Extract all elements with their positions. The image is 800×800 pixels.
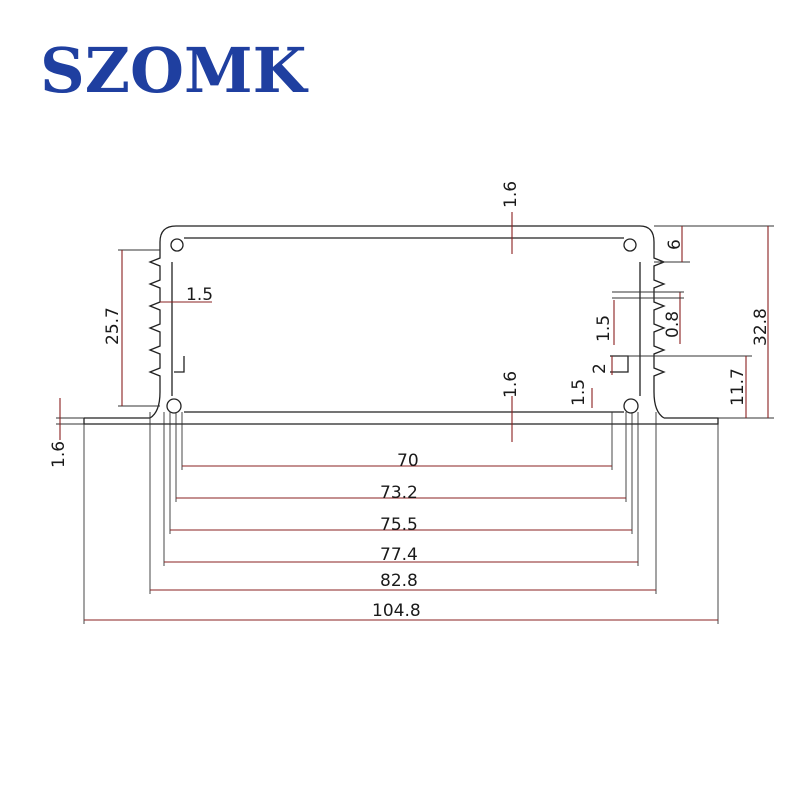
label-fin-thickness: 1.5: [186, 285, 213, 305]
right-fins: [653, 242, 666, 419]
left-bottom-screw-groove: [166, 398, 182, 414]
label-lower-lip: 1.5: [569, 379, 589, 406]
brand-logo: SZOMK: [40, 34, 309, 107]
height-dimensions: [56, 212, 774, 442]
label-width-82-8: 82.8: [380, 571, 418, 591]
label-lip-gap: 2: [590, 363, 610, 374]
enclosure-profile: [83, 225, 719, 425]
label-fin-height: 25.7: [103, 307, 123, 345]
dimension-labels: 70 73.2 75.5 77.4 82.8 104.8 1.5 1.6 1.6…: [49, 181, 771, 621]
width-dimensions: [83, 412, 719, 624]
label-inner-lip: 1.5: [594, 315, 614, 342]
label-groove-depth: 6: [665, 239, 685, 250]
label-overall-height: 32.8: [751, 308, 771, 346]
label-slot-width: 0.8: [663, 311, 683, 338]
label-width-75-5: 75.5: [380, 515, 418, 535]
label-width-77-4: 77.4: [380, 545, 418, 565]
label-flange-height: 11.7: [728, 368, 748, 406]
right-bottom-screw-groove: [623, 398, 639, 414]
label-base-wall: 1.6: [501, 371, 521, 398]
left-top-screw-groove: [170, 238, 184, 252]
label-flange-thickness: 1.6: [49, 441, 69, 468]
label-wall-top: 1.6: [501, 181, 521, 208]
label-width-104-8: 104.8: [372, 601, 421, 621]
label-width-70: 70: [397, 451, 419, 471]
left-fins: [148, 242, 161, 419]
right-top-screw-groove: [623, 238, 637, 252]
label-width-73-2: 73.2: [380, 483, 418, 503]
